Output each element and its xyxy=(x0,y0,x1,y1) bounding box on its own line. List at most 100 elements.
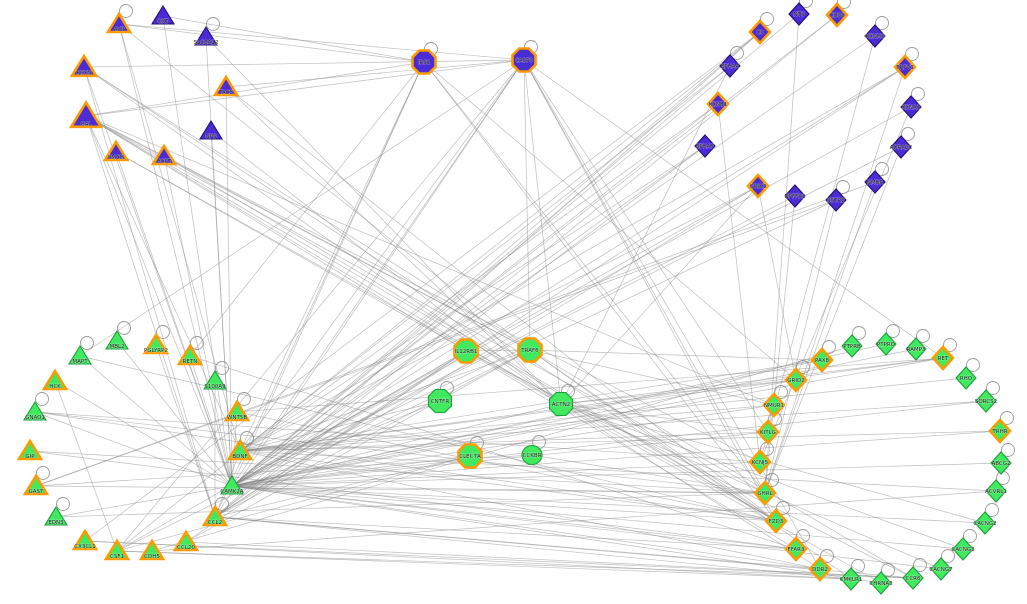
node-CACNG7[interactable] xyxy=(930,557,952,581)
node-AVP[interactable] xyxy=(105,11,133,34)
self-loop-GNAO1 xyxy=(35,392,49,406)
edge-CSF1-CCR6 xyxy=(116,550,914,579)
node-SORCS2[interactable] xyxy=(975,389,997,413)
node-RET[interactable] xyxy=(931,345,955,371)
node-HCK[interactable] xyxy=(41,368,69,391)
node-KITLG[interactable] xyxy=(756,419,780,445)
node-label-GHRL: GHRL xyxy=(757,491,773,497)
edge-CCL2-DDR2 xyxy=(214,516,821,570)
edge-SSTR2-GAST xyxy=(35,199,837,487)
edge-SLC6A12-ACTN2 xyxy=(205,36,562,405)
node-GIP[interactable] xyxy=(16,438,44,461)
node-SLC6A12[interactable] xyxy=(194,25,218,46)
edge-EDN3-CAMK2A xyxy=(55,485,233,518)
node-WNT5B[interactable] xyxy=(223,399,251,422)
edge-CAMK2A-KITLG xyxy=(231,431,769,487)
node-GRID2[interactable] xyxy=(784,367,808,393)
node-CACNG2[interactable] xyxy=(974,511,996,535)
node-PTPRB[interactable] xyxy=(841,334,863,358)
node-PMCH[interactable] xyxy=(102,139,130,162)
node-CMKLR1[interactable] xyxy=(840,567,862,591)
node-CNTFR[interactable] xyxy=(427,388,453,414)
node-CLEC7A[interactable] xyxy=(457,443,483,469)
node-label-HCK: HCK xyxy=(49,384,61,390)
node-CSF1[interactable] xyxy=(103,538,131,561)
edge-TRAF6-PAX8 xyxy=(529,349,823,361)
node-CD38[interactable] xyxy=(825,2,849,28)
node-KCNH3[interactable] xyxy=(864,24,886,48)
edge-PDYN-CAMK2A xyxy=(83,66,233,487)
edge-BDNF-RET xyxy=(239,357,944,452)
node-NMBR[interactable] xyxy=(864,170,886,194)
node-KCNJ5[interactable] xyxy=(748,449,772,475)
node-S100A9[interactable] xyxy=(203,369,227,390)
node-GAST[interactable] xyxy=(22,473,50,496)
self-loop-RAMP3 xyxy=(916,329,930,343)
edge-AVP-CASP3 xyxy=(118,23,525,61)
node-NMUR1[interactable] xyxy=(762,392,786,418)
node-GNAO1[interactable] xyxy=(23,400,47,421)
node-HCRT[interactable] xyxy=(150,143,178,166)
node-FZD3[interactable] xyxy=(764,508,788,534)
edge-BDNF-KITLG xyxy=(239,431,769,452)
node-EPHA4[interactable] xyxy=(719,54,741,78)
node-SSTR2[interactable] xyxy=(825,188,847,212)
node-BDNF[interactable] xyxy=(226,438,254,461)
self-loop-NMUR1 xyxy=(774,385,788,399)
node-CDH5[interactable] xyxy=(138,538,166,561)
edge-BDNF-GRID2 xyxy=(239,379,797,452)
node-OXT[interactable] xyxy=(151,4,175,25)
node-IL12RB1[interactable] xyxy=(453,338,479,364)
node-label-PMCH: PMCH xyxy=(108,155,124,161)
node-DDR2[interactable] xyxy=(808,556,832,582)
node-TRHR[interactable] xyxy=(988,418,1012,444)
node-CAMK2A[interactable] xyxy=(220,474,244,495)
node-FFAR3[interactable] xyxy=(784,536,808,562)
node-ACVRL1[interactable] xyxy=(985,479,1007,503)
node-CCR6[interactable] xyxy=(902,566,924,590)
node-MBL2[interactable] xyxy=(105,329,129,350)
node-NTS[interactable] xyxy=(788,2,810,26)
node-CX3CL1[interactable] xyxy=(71,528,99,551)
node-PGLYRP2[interactable] xyxy=(142,332,170,355)
node-GAL[interactable] xyxy=(68,100,104,129)
node-ACTN2[interactable] xyxy=(548,391,574,417)
node-RAMP3[interactable] xyxy=(905,337,927,361)
edge-IRS1-RETN xyxy=(189,61,425,357)
node-NPFFR2[interactable] xyxy=(784,184,806,208)
node-CCL2[interactable] xyxy=(201,504,229,527)
node-KCNA1[interactable] xyxy=(900,95,922,119)
edge-CCKBR-GAST xyxy=(35,454,533,487)
node-CHRNA3[interactable] xyxy=(870,571,892,595)
node-CCL20[interactable] xyxy=(172,529,200,552)
edge-NPS-ACTN2 xyxy=(210,130,562,405)
node-CCKBR[interactable] xyxy=(521,444,543,466)
node-EDN3[interactable] xyxy=(44,505,68,526)
node-KCNB1[interactable] xyxy=(706,91,730,117)
node-label-S100A9: S100A9 xyxy=(204,384,226,390)
node-PDYN[interactable] xyxy=(69,53,99,78)
node-RETN[interactable] xyxy=(176,343,204,366)
node-TRPV1[interactable] xyxy=(893,54,917,80)
node-ADRA2C[interactable] xyxy=(890,135,912,159)
node-RHO[interactable] xyxy=(955,366,977,390)
node-PAX8[interactable] xyxy=(810,347,834,373)
edge-TRPV1-GHRL xyxy=(764,66,906,494)
node-TRAF6[interactable] xyxy=(517,337,543,363)
node-PTPRO[interactable] xyxy=(875,332,897,356)
node-GRIK3[interactable] xyxy=(746,173,770,199)
node-IRS1[interactable] xyxy=(411,49,437,75)
node-EPHA7[interactable] xyxy=(694,134,716,158)
node-CASP3[interactable] xyxy=(511,47,537,73)
node-label-TRAF6: TRAF6 xyxy=(520,348,539,354)
self-loop-GRID2 xyxy=(796,360,810,374)
node-NPS[interactable] xyxy=(199,119,223,140)
node-CACNG3[interactable] xyxy=(952,537,974,561)
node-ABCG2[interactable] xyxy=(990,451,1012,475)
node-label-RET: RET xyxy=(938,356,949,362)
node-GHRL[interactable] xyxy=(753,480,777,506)
node-MAPT[interactable] xyxy=(68,344,92,365)
edge-BDNF-TRHR xyxy=(239,430,1001,452)
node-TAC3[interactable] xyxy=(212,74,240,97)
node-C3[interactable] xyxy=(748,19,772,45)
